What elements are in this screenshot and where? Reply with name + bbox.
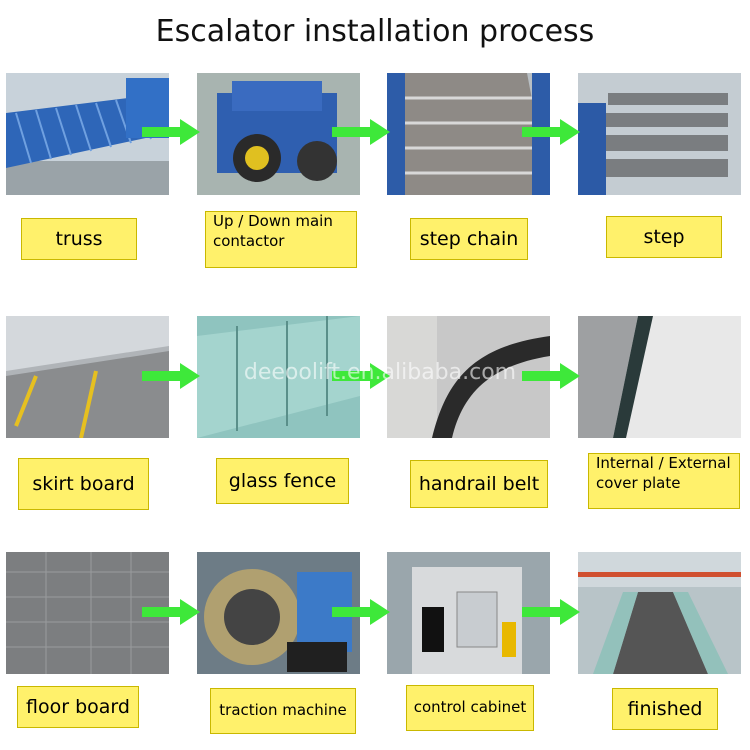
arrow-right-icon bbox=[142, 599, 200, 625]
arrow-right-icon bbox=[332, 119, 390, 145]
skirt-board-photo bbox=[6, 316, 169, 438]
label-step: step bbox=[606, 216, 722, 258]
arrow-right-icon bbox=[142, 363, 200, 389]
label-contactor-line1: Up / Down main bbox=[213, 212, 333, 230]
label-control-cabinet: control cabinet bbox=[406, 685, 534, 731]
label-finished: finished bbox=[612, 688, 718, 730]
watermark: deeoolift.en.alibaba.com bbox=[243, 360, 517, 385]
label-traction-machine: traction machine bbox=[210, 688, 356, 734]
floor-board-photo bbox=[6, 552, 169, 674]
arrow-right-icon bbox=[522, 599, 580, 625]
arrow-right-icon bbox=[522, 119, 580, 145]
step-chain-photo bbox=[387, 73, 550, 195]
label-contactor: Up / Down main contactor bbox=[205, 211, 357, 268]
finished-photo bbox=[578, 552, 741, 674]
label-cover-plate: Internal / External cover plate bbox=[588, 453, 740, 509]
arrow-right-icon bbox=[332, 599, 390, 625]
label-contactor-line2: contactor bbox=[213, 231, 285, 250]
label-cover-plate-line1: Internal / External bbox=[596, 454, 731, 472]
page-title: Escalator installation process bbox=[155, 14, 595, 49]
cover-plate-photo bbox=[578, 316, 741, 438]
step-photo bbox=[578, 73, 741, 195]
label-floor-board: floor board bbox=[17, 686, 139, 728]
label-skirt-board: skirt board bbox=[18, 458, 149, 510]
label-cover-plate-line2: cover plate bbox=[596, 473, 681, 492]
label-truss: truss bbox=[21, 218, 137, 260]
arrow-right-icon bbox=[522, 363, 580, 389]
arrow-right-icon bbox=[142, 119, 200, 145]
truss-photo bbox=[6, 73, 169, 195]
label-glass-fence: glass fence bbox=[216, 458, 349, 504]
arrow-right-icon bbox=[332, 363, 390, 389]
contactor-photo bbox=[197, 73, 360, 195]
label-handrail-belt: handrail belt bbox=[410, 460, 548, 508]
label-step-chain: step chain bbox=[410, 218, 528, 260]
